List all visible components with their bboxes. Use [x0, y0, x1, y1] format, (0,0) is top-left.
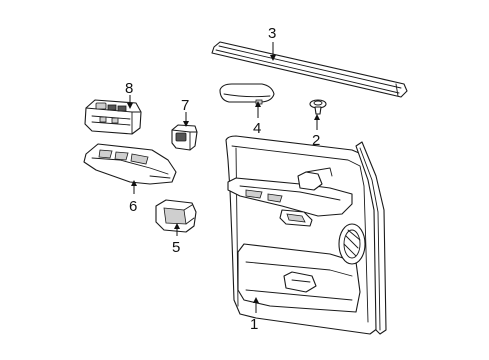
callout-7: 7 [181, 97, 189, 114]
lock-switch-part [171, 124, 198, 151]
armrest-pad-part [219, 83, 275, 105]
callout-2: 2 [312, 132, 320, 149]
callout-6: 6 [129, 198, 137, 215]
belt-weatherstrip-part [211, 41, 408, 98]
switch-bezel-part [83, 143, 177, 185]
callout-3: 3 [268, 25, 276, 42]
leader-lines [127, 42, 320, 313]
inside-door-handle-part [155, 199, 197, 233]
callout-8: 8 [125, 80, 133, 97]
callout-4: 4 [253, 120, 261, 137]
callout-1: 1 [250, 316, 258, 333]
door-trim-panel-part [225, 135, 387, 335]
push-pin-retainer-part [309, 99, 327, 115]
callout-5: 5 [172, 239, 180, 256]
window-switch-assembly-part [84, 99, 142, 135]
